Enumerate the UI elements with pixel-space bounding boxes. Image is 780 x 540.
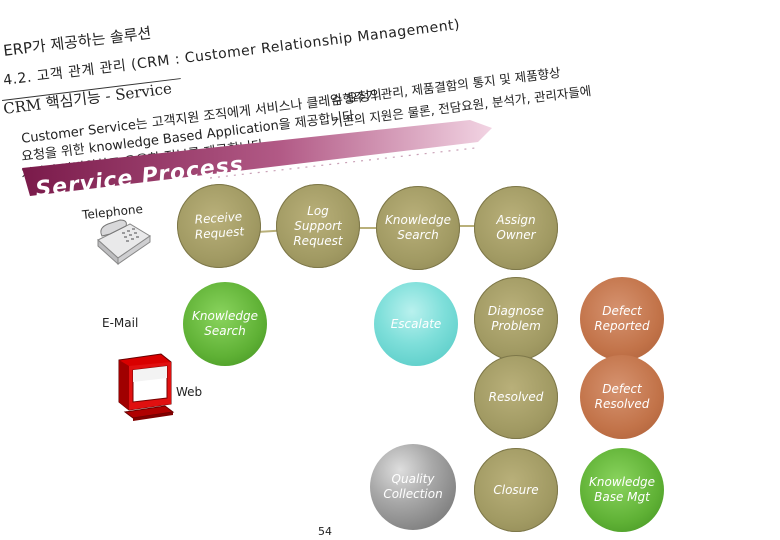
web-label: Web bbox=[176, 385, 203, 399]
receive-request-node: Receive Request bbox=[174, 181, 264, 271]
computer-icon bbox=[118, 353, 175, 421]
knowledge-search-node-1: Knowledge Search bbox=[376, 186, 460, 270]
page-number: 54 bbox=[318, 525, 332, 538]
resolved-node: Resolved bbox=[474, 355, 558, 439]
log-support-request-node: Log Support Request bbox=[276, 184, 360, 268]
closure-node: Closure bbox=[474, 448, 558, 532]
escalate-node: Escalate bbox=[374, 282, 458, 366]
defect-resolved-node: Defect Resolved bbox=[580, 355, 664, 439]
telephone-icon bbox=[97, 219, 151, 266]
knowledge-base-mgt-node: Knowledge Base Mgt bbox=[580, 448, 664, 532]
quality-collection-node: Quality Collection bbox=[370, 444, 456, 530]
knowledge-search-node-2: Knowledge Search bbox=[183, 282, 267, 366]
diagnose-problem-node: Diagnose Problem bbox=[474, 277, 558, 361]
defect-reported-node: Defect Reported bbox=[580, 277, 664, 361]
assign-owner-node: Assign Owner bbox=[474, 186, 558, 270]
email-label: E-Mail bbox=[102, 316, 139, 330]
